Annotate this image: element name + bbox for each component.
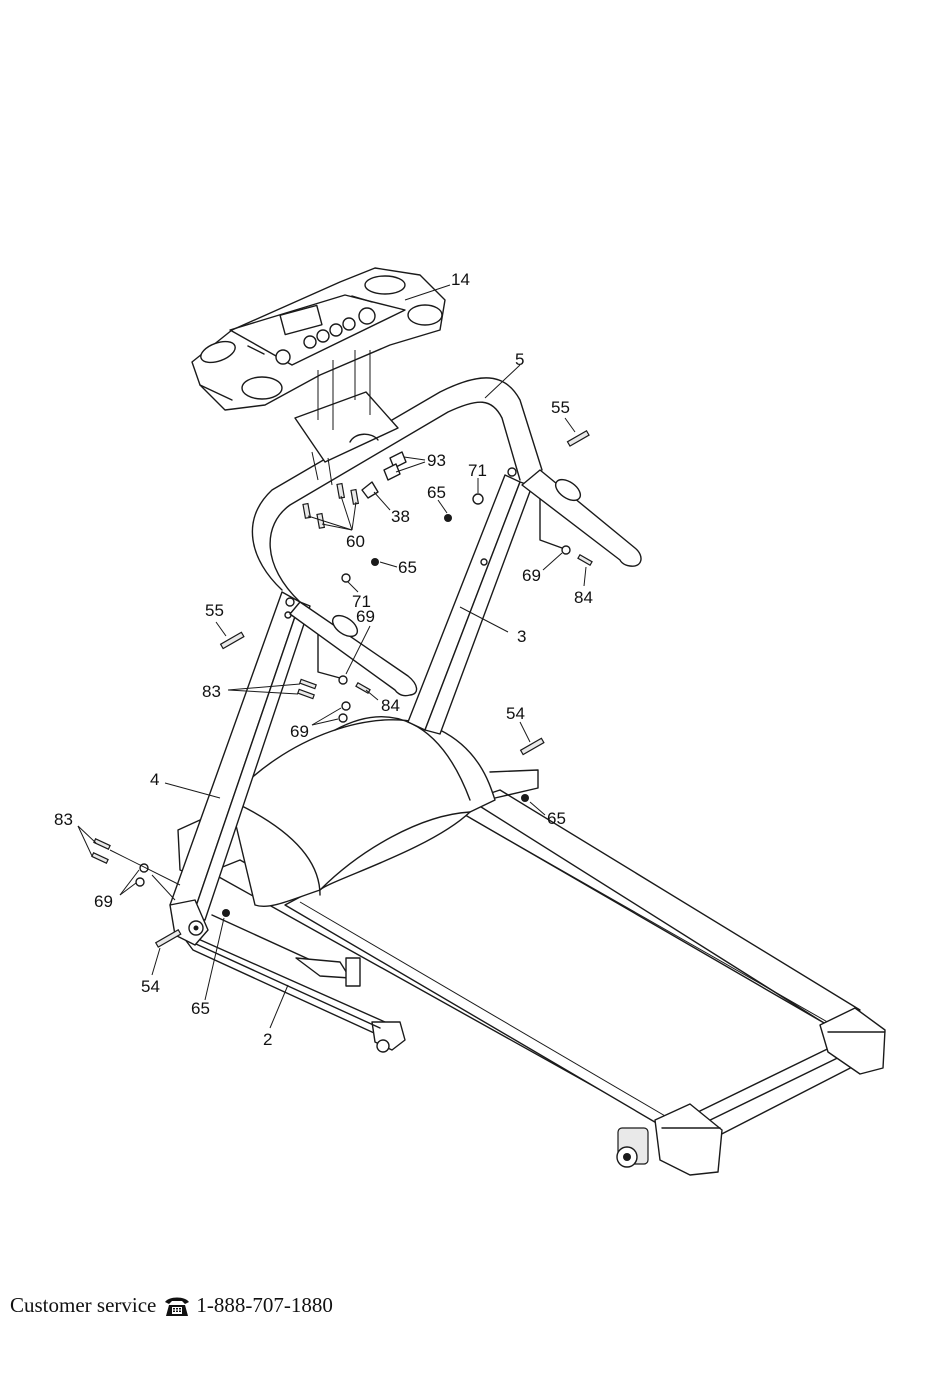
customer-service-phone: 1-888-707-1880	[196, 1293, 332, 1318]
callout-83-upper: 83	[202, 682, 221, 701]
callout-65-lower-right: 65	[547, 809, 566, 828]
callout-69-middle: 69	[290, 722, 309, 741]
callout-54-right: 54	[506, 704, 525, 723]
callout-69-lower: 69	[94, 892, 113, 911]
callout-65-lower-left: 65	[191, 999, 210, 1018]
telephone-icon	[164, 1295, 190, 1317]
callout-69-right: 69	[522, 566, 541, 585]
callout-14: 14	[451, 270, 470, 289]
deck-and-belt	[178, 717, 885, 1175]
callout-65-upper-left: 65	[398, 558, 417, 577]
callout-3: 3	[517, 627, 526, 646]
console-part-14	[192, 268, 445, 485]
callout-83-lower: 83	[54, 810, 73, 829]
callout-4: 4	[150, 770, 159, 789]
callout-54-left: 54	[141, 977, 160, 996]
callout-93: 93	[427, 451, 446, 470]
callout-60: 60	[346, 532, 365, 551]
customer-service-footer: Customer service 1-888-707-1880	[10, 1293, 333, 1318]
callout-65-right: 65	[427, 483, 446, 502]
callout-69-upper: 69	[356, 607, 375, 626]
callout-5: 5	[515, 350, 524, 369]
callout-2: 2	[263, 1030, 272, 1049]
callout-71-right: 71	[468, 461, 487, 480]
callout-38: 38	[391, 507, 410, 526]
callout-55-left: 55	[205, 601, 224, 620]
customer-service-label: Customer service	[10, 1293, 156, 1318]
callout-55-right: 55	[551, 398, 570, 417]
callout-84-left: 84	[381, 696, 400, 715]
callout-84-right: 84	[574, 588, 593, 607]
